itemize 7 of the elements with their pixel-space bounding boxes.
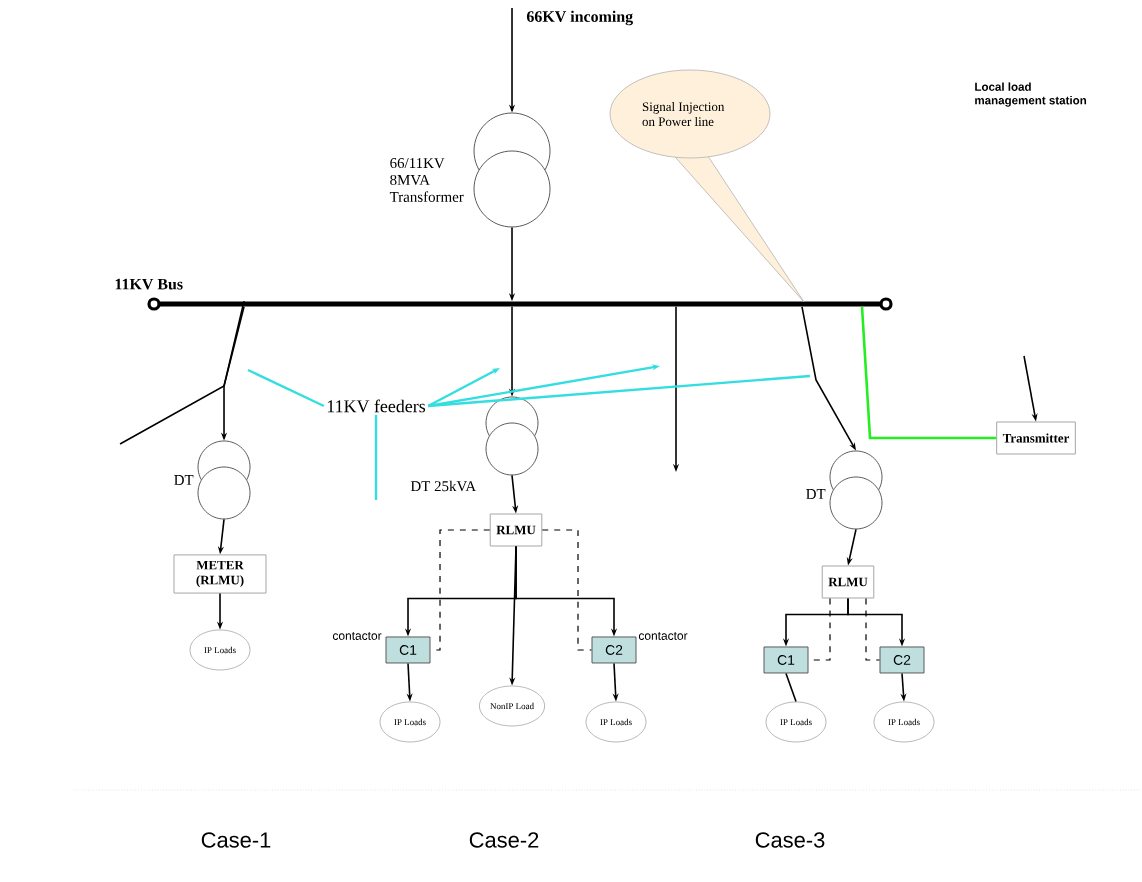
case-label: Case-3: [755, 832, 825, 848]
case-label: Case-1: [201, 832, 271, 848]
leader-line: [374, 414, 378, 500]
leader-line: [247, 368, 325, 408]
case-label: Case-2: [469, 832, 539, 848]
feeder-label: 11KV feeders: [324, 397, 428, 415]
leader-line: [428, 374, 811, 408]
